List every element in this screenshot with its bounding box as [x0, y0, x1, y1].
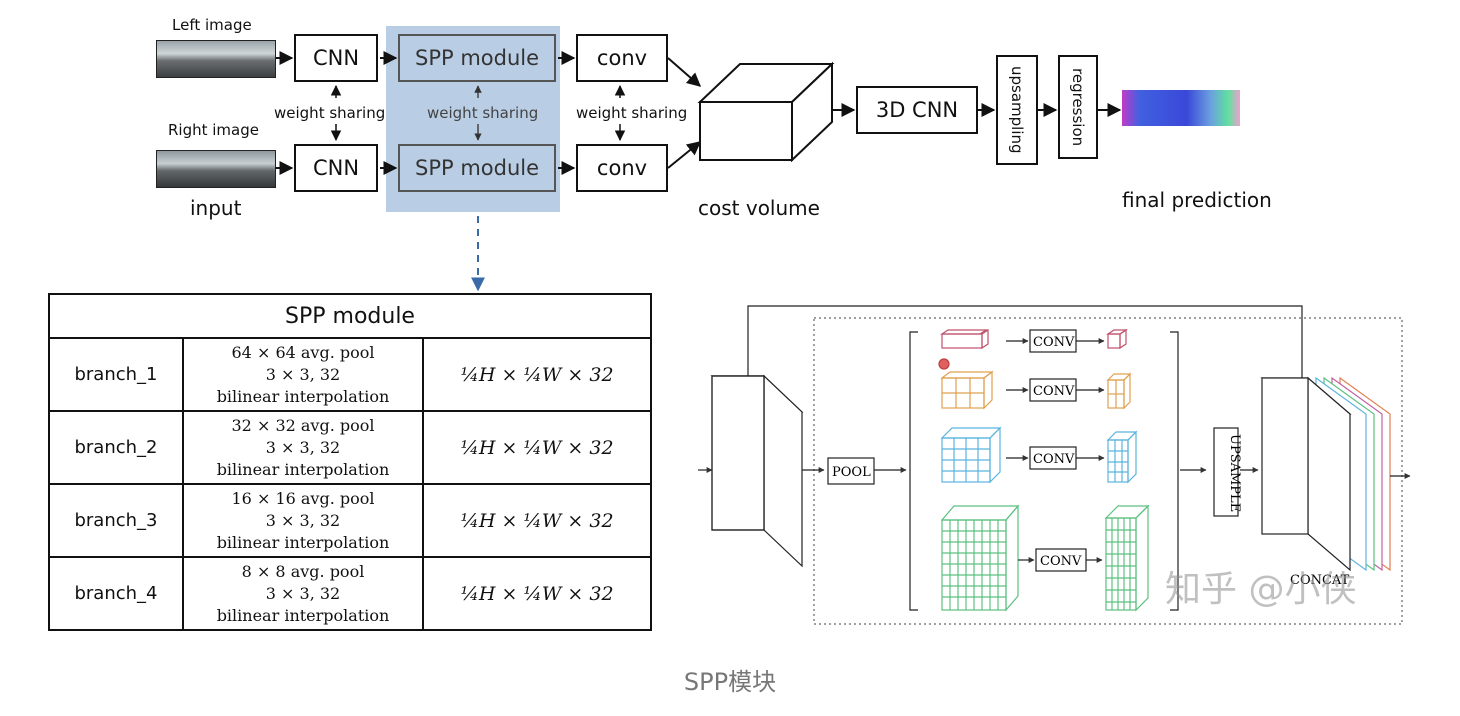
branch-output: ¼H × ¼W × 32 — [422, 483, 652, 558]
branch-ops: 32 × 32 avg. pool 3 × 3, 32 bilinear int… — [182, 410, 424, 485]
branch-name: branch_2 — [48, 410, 184, 485]
table-title: SPP module — [48, 293, 652, 339]
weight-sharing-cnn: weight sharing — [274, 104, 386, 122]
conv-label-4: CONV — [1040, 554, 1082, 569]
interp-op: bilinear interpolation — [216, 386, 390, 406]
conv-box-bottom: conv — [576, 144, 668, 192]
pool-op: 64 × 64 avg. pool — [231, 342, 375, 362]
branch-ops: 64 × 64 avg. pool 3 × 3, 32 bilinear int… — [182, 337, 424, 412]
cost-volume-cube — [697, 61, 835, 163]
regression-box: regression — [1058, 55, 1098, 159]
branch-name: branch_4 — [48, 556, 184, 631]
upsample-label: UPSAMPLE — [1227, 434, 1242, 512]
branch-output: ¼H × ¼W × 32 — [422, 410, 652, 485]
cnn-box-bottom: CNN — [294, 144, 378, 192]
conv-op: 3 × 3, 32 — [265, 583, 341, 603]
concat-label: CONCAT — [1290, 573, 1350, 588]
left-image-thumbnail — [156, 40, 276, 78]
spp-highlight-panel — [386, 26, 560, 212]
pool-op: 32 × 32 avg. pool — [231, 415, 375, 435]
conv-label-2: CONV — [1033, 384, 1075, 399]
cnn-box-top: CNN — [294, 34, 378, 82]
pipeline-arrows — [276, 51, 1122, 175]
right-image-thumbnail — [156, 150, 276, 188]
table-row: branch_2 32 × 32 avg. pool 3 × 3, 32 bil… — [48, 410, 652, 485]
interp-op: bilinear interpolation — [216, 532, 390, 552]
figure-caption: SPP模块 — [683, 668, 777, 696]
table-row: branch_1 64 × 64 avg. pool 3 × 3, 32 bil… — [48, 337, 652, 412]
conv-op: 3 × 3, 32 — [265, 437, 341, 457]
conv-op: 3 × 3, 32 — [265, 510, 341, 530]
regression-label: regression — [1069, 67, 1087, 147]
conv-box-top: conv — [576, 34, 668, 82]
final-prediction-image — [1122, 90, 1240, 126]
spp-module-box-top: SPP module — [398, 34, 556, 82]
watermark: 知乎 @小侠 — [1165, 569, 1357, 610]
interp-op: bilinear interpolation — [216, 459, 390, 479]
final-prediction-label: final prediction — [1122, 188, 1272, 212]
upsampling-label: upsampling — [1008, 66, 1026, 154]
weight-sharing-spp: weight sharing — [427, 104, 539, 122]
pool-op: 16 × 16 avg. pool — [231, 488, 375, 508]
concat-stack — [1260, 376, 1391, 572]
input-label: input — [190, 196, 242, 220]
pool-label: POOL — [832, 465, 871, 480]
pool-op: 8 × 8 avg. pool — [241, 561, 365, 581]
table-row: branch_3 16 × 16 avg. pool 3 × 3, 32 bil… — [48, 483, 652, 558]
interp-op: bilinear interpolation — [216, 605, 390, 625]
cost-volume-label: cost volume — [698, 196, 820, 220]
conv-label-1: CONV — [1033, 335, 1075, 350]
branch-output: ¼H × ¼W × 32 — [422, 556, 652, 631]
cursor-dot — [938, 358, 950, 370]
left-image-label: Left image — [172, 16, 252, 34]
spp-module-table: SPP module branch_1 64 × 64 avg. pool 3 … — [48, 293, 652, 631]
table-row: branch_4 8 × 8 avg. pool 3 × 3, 32 bilin… — [48, 556, 652, 631]
spp-module-box-bottom: SPP module — [398, 144, 556, 192]
conv-op: 3 × 3, 32 — [265, 364, 341, 384]
branch-ops: 16 × 16 avg. pool 3 × 3, 32 bilinear int… — [182, 483, 424, 558]
branch-output: ¼H × ¼W × 32 — [422, 337, 652, 412]
branch-name: branch_3 — [48, 483, 184, 558]
3d-cnn-box: 3D CNN — [856, 86, 978, 134]
weight-sharing-arrows — [330, 84, 626, 142]
branch-name: branch_1 — [48, 337, 184, 412]
spp-illustration — [698, 305, 1411, 625]
weight-sharing-conv: weight sharing — [576, 104, 688, 122]
conv-label-3: CONV — [1033, 452, 1075, 467]
upsampling-box: upsampling — [996, 55, 1038, 165]
branch-ops: 8 × 8 avg. pool 3 × 3, 32 bilinear inter… — [182, 556, 424, 631]
right-image-label: Right image — [168, 121, 259, 139]
